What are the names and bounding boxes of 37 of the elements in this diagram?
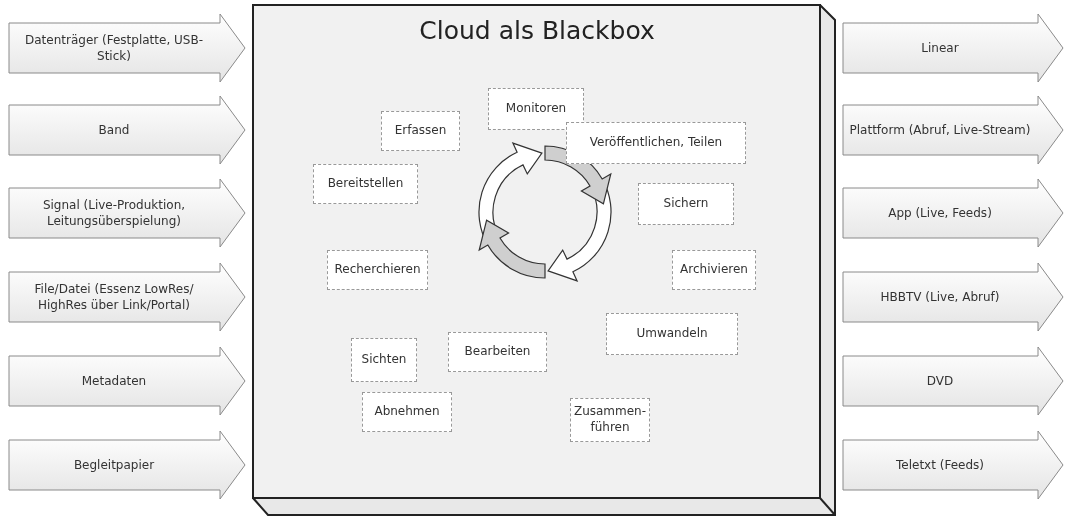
task-box: Bearbeiten: [448, 332, 547, 372]
arrow-label: Datenträger (Festplatte, USB-Stick): [24, 31, 204, 65]
pentagon-panel: [842, 178, 1064, 248]
pentagon-panel: [8, 262, 246, 332]
pentagon-panel: [842, 262, 1064, 332]
pentagon-panel: [842, 430, 1064, 500]
pentagon-panel: [842, 13, 1064, 83]
arrow-label: Band: [97, 121, 131, 139]
pentagon-panel: [8, 430, 246, 500]
task-box: Veröffentlichen, Teilen: [566, 122, 746, 164]
pentagon-panel: [8, 178, 246, 248]
arrow-label: Teletxt (Feeds): [895, 456, 985, 474]
arrow-label: App (Live, Feeds): [887, 204, 993, 222]
pentagon-panel: [842, 95, 1064, 165]
task-box: Monitoren: [488, 88, 584, 130]
task-box: Archivieren: [672, 250, 756, 290]
arrow-label: HBBTV (Live, Abruf): [879, 288, 1001, 306]
task-box: Erfassen: [381, 111, 460, 151]
arrow-label: Linear: [920, 39, 960, 57]
arrow-label: Begleitpapier: [72, 456, 156, 474]
task-box: Sichten: [351, 338, 417, 382]
arrow-label: File/Datei (Essenz LowRes/ HighRes über Link/Portal): [33, 280, 195, 314]
arrow-label: Metadaten: [80, 372, 148, 390]
task-box: Bereitstellen: [313, 164, 418, 204]
task-box: Zusammen- führen: [570, 398, 650, 442]
task-box: Umwandeln: [606, 313, 738, 355]
arrow-label: Plattform (Abruf, Live-Stream): [848, 121, 1032, 139]
pentagon-panel: [8, 13, 246, 83]
task-box: Sichern: [638, 183, 734, 225]
arrow-label: Signal (Live-Produktion, Leitungsüberspielung): [41, 196, 187, 230]
pentagon-panel: [8, 95, 246, 165]
task-box: Abnehmen: [362, 392, 452, 432]
arrow-label: DVD: [925, 372, 955, 390]
pentagon-panel: [8, 346, 246, 416]
task-box: Recherchieren: [327, 250, 428, 290]
box-title: Cloud als Blackbox: [418, 16, 656, 45]
pentagon-panel: [842, 346, 1064, 416]
